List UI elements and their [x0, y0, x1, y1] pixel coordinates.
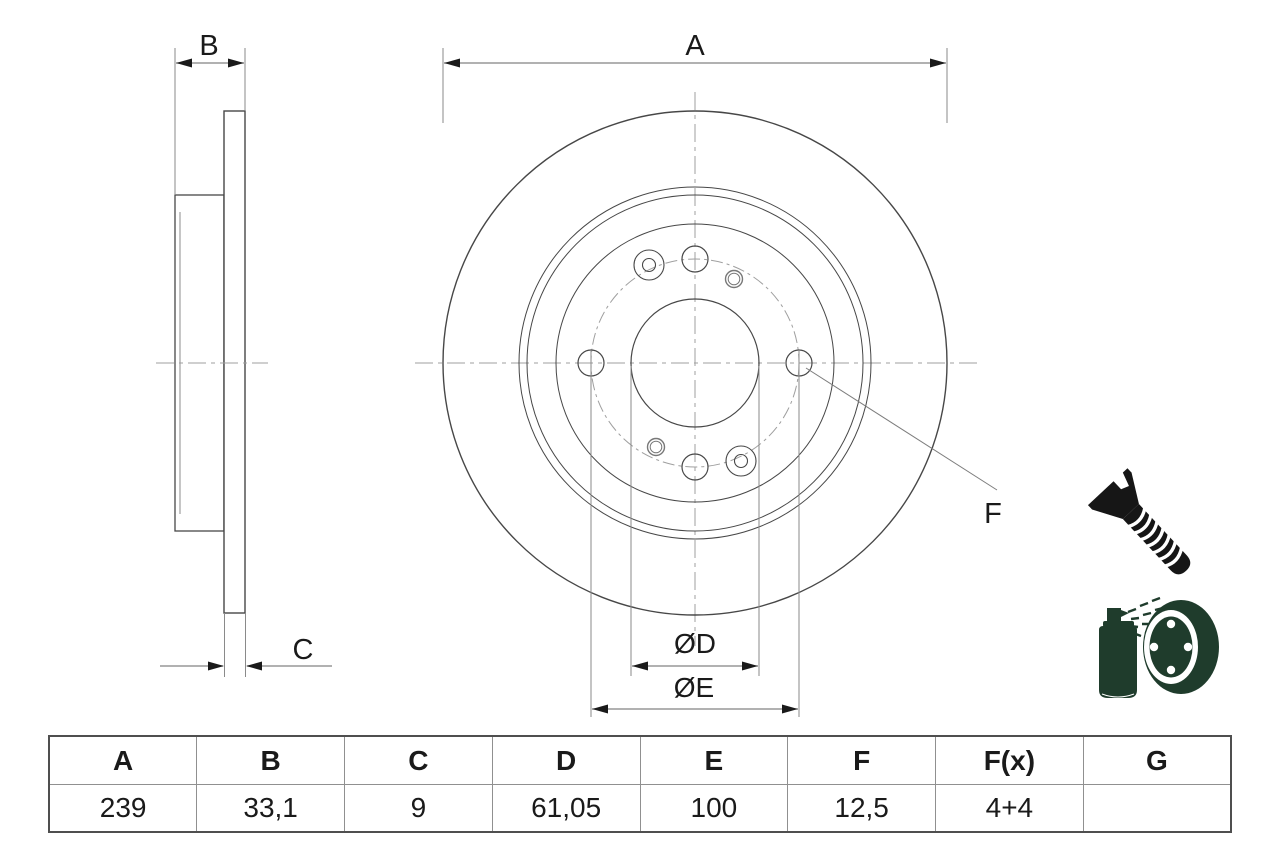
arrowhead — [246, 661, 262, 671]
dimension-b: B — [174, 30, 246, 194]
dimension-table: A B C D E F F(x) G 239 33,1 9 61,05 100 … — [48, 735, 1232, 833]
table-value-e: 100 — [639, 784, 789, 833]
table-header-b: B — [196, 735, 345, 785]
dimension-a: A — [442, 30, 948, 123]
table-value-a: 239 — [48, 784, 198, 833]
dimension-e: ØE — [592, 672, 798, 714]
countersunk-screw-icon — [1087, 468, 1191, 575]
front-view — [415, 92, 978, 717]
leader-line — [805, 367, 998, 491]
screw-threads — [1127, 507, 1184, 568]
spray-can — [1099, 608, 1137, 698]
arrowhead — [632, 661, 648, 671]
table-header-e: E — [639, 735, 789, 785]
arrowhead — [444, 58, 460, 68]
hat-edge-circle-outer — [518, 186, 872, 540]
arrowhead — [176, 58, 192, 68]
small-hole — [724, 269, 744, 289]
dim-e-label: ØE — [674, 672, 714, 703]
dim-a-label: A — [685, 30, 705, 62]
table-header-f: F — [787, 735, 936, 785]
disc-bolt-hole — [1166, 665, 1176, 675]
arrowhead — [228, 58, 244, 68]
table-value-f: 12,5 — [787, 784, 936, 833]
side-view-plate — [223, 110, 246, 614]
arrowhead — [742, 661, 758, 671]
disc-bolt-hole — [1183, 642, 1193, 652]
dimension-c: C — [160, 613, 332, 677]
bolt-hole — [681, 453, 709, 481]
spray-nozzle — [1121, 610, 1129, 617]
table-value-d: 61,05 — [491, 784, 641, 833]
arrowhead — [930, 58, 946, 68]
dimension-d: ØD — [632, 628, 758, 671]
disc-bolt-hole — [1149, 642, 1159, 652]
table-header-d: D — [491, 735, 641, 785]
screw-hole — [725, 445, 757, 477]
arrowhead — [592, 704, 608, 714]
screw-hole — [633, 249, 665, 281]
table-header-c: C — [344, 735, 493, 785]
dim-c-label: C — [293, 634, 314, 666]
table-value-c: 9 — [344, 784, 493, 833]
leader-f: F — [805, 367, 1002, 530]
dim-d-label: ØD — [674, 628, 716, 659]
bolt-hole — [681, 245, 709, 273]
spray-coated-disc-icon — [1099, 596, 1219, 698]
arrowhead — [782, 704, 798, 714]
table-header-fx: F(x) — [935, 735, 1084, 785]
arrowhead — [208, 661, 224, 671]
side-view — [156, 110, 268, 614]
table-value-b: 33,1 — [196, 784, 345, 833]
screw-slot — [1112, 471, 1129, 490]
table-header-row: A B C D E F F(x) G — [48, 735, 1232, 785]
coated-disc — [1143, 600, 1219, 694]
table-header-g: G — [1082, 735, 1232, 785]
table-header-a: A — [48, 735, 198, 785]
dim-f-label: F — [984, 498, 1002, 530]
hub-flange-circle — [555, 223, 835, 503]
table-value-fx: 4+4 — [935, 784, 1084, 833]
dim-b-label: B — [199, 30, 218, 62]
disc-bolt-hole — [1166, 619, 1176, 629]
small-hole — [646, 437, 666, 457]
table-value-g — [1082, 784, 1232, 833]
center-bore-circle — [630, 298, 760, 428]
hat-edge-circle-inner — [526, 194, 864, 532]
table-value-row: 239 33,1 9 61,05 100 12,5 4+4 — [48, 784, 1232, 833]
outer-diameter-circle — [442, 110, 948, 616]
